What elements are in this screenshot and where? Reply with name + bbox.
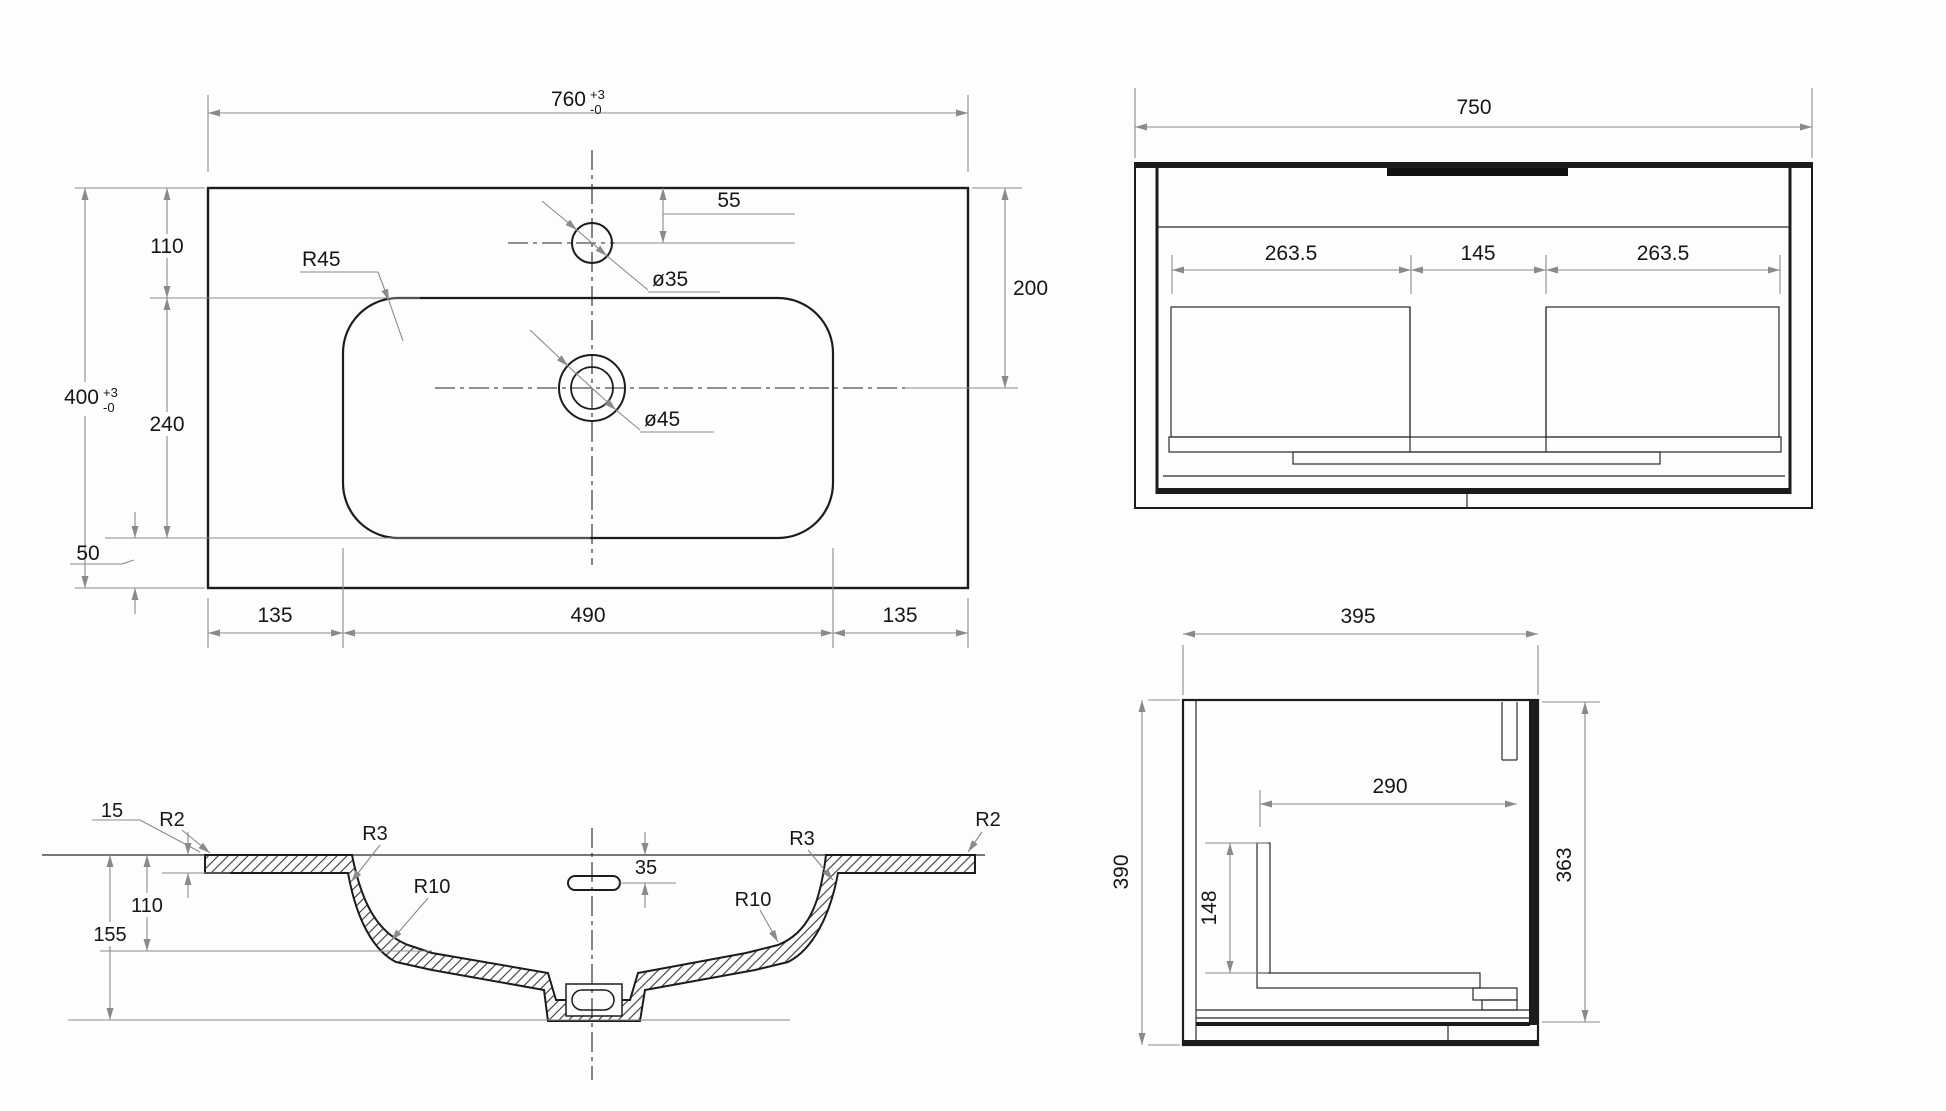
dim-15: 15 (101, 800, 123, 822)
handle-recess (1387, 168, 1568, 176)
dim-395: 395 (1340, 605, 1375, 628)
dim-490: 490 (570, 604, 605, 627)
dim-400-mask (40, 382, 130, 416)
dim-35: 35 (635, 857, 657, 879)
overflow-slot (567, 875, 621, 891)
label-dia35: ø35 (652, 268, 688, 291)
section-material-hatched (204, 854, 976, 1022)
dim-110: 110 (150, 235, 183, 258)
bottom-edge-thick (1183, 1040, 1538, 1045)
dim-148: 148 (1198, 890, 1221, 925)
dim-110s-mask (124, 893, 170, 917)
side-view-dimension-lines (1138, 630, 1600, 1046)
dim-363: 363 (1553, 847, 1576, 882)
top-view-centerlines (435, 150, 1018, 565)
dim-290: 290 (1372, 775, 1407, 798)
front-view-dimension-lines (1134, 88, 1813, 294)
dim-400-tol-sub: -0 (103, 400, 115, 415)
side-view-labels: 395 390 290 148 363 (1110, 605, 1576, 926)
dim-35-mask (630, 856, 662, 878)
section-labels: 15 R2 R3 R3 R2 35 R10 R10 110 155 (87, 800, 1001, 946)
dim-400: 400 (64, 386, 99, 409)
dim-263-right: 263.5 (1637, 242, 1690, 265)
dim-750: 750 (1456, 96, 1491, 119)
dim-135-right: 135 (882, 604, 917, 627)
dim-135-left: 135 (257, 604, 292, 627)
dim-390: 390 (1110, 854, 1133, 889)
bottom-thick-line (1157, 488, 1790, 494)
cabinet-top-edge (1135, 163, 1812, 168)
label-r3-left: R3 (362, 823, 388, 845)
top-view-labels: 760 +3 -0 400 +3 -0 110 240 50 135 490 1… (40, 87, 1048, 627)
front-panel-thick (1529, 700, 1538, 1025)
dim-200: 200 (1013, 277, 1048, 300)
top-right-notch (1501, 702, 1518, 761)
dim-55: 55 (717, 189, 740, 212)
dim-240-mask (143, 412, 191, 436)
drawer-bottom-panel (1256, 972, 1481, 989)
drain-fitting-oval (571, 989, 615, 1011)
dim-263-left: 263.5 (1265, 242, 1318, 265)
dim-50: 50 (76, 542, 99, 565)
label-r45: R45 (302, 248, 341, 271)
top-view-sink-plan: 760 +3 -0 400 +3 -0 110 240 50 135 490 1… (40, 87, 1048, 648)
label-r2-right: R2 (975, 809, 1001, 831)
dim-110-mask (144, 234, 190, 258)
drawer-sub-rail (1292, 451, 1661, 465)
side-view-cabinet: 395 390 290 148 363 (1110, 605, 1600, 1047)
label-r3-right: R3 (789, 828, 815, 850)
section-view-sink: 15 R2 R3 R3 R2 35 R10 R10 110 155 (42, 800, 1001, 1080)
dim-110-section: 110 (131, 895, 163, 917)
dim-155-mask (87, 922, 133, 946)
label-r10-left: R10 (414, 876, 451, 898)
dim-760: 760 (551, 88, 586, 111)
dim-760-tol-sup: +3 (590, 87, 605, 102)
label-r2-left: R2 (159, 809, 185, 831)
dim-145: 145 (1460, 242, 1495, 265)
dim-760-tol-sub: -0 (590, 102, 602, 117)
front-view-labels: 750 263.5 145 263.5 (1265, 96, 1690, 265)
front-view-cabinet: 750 263.5 145 263.5 (1134, 88, 1813, 509)
bottom-dark-band (1196, 1022, 1530, 1026)
dim-400-tol-sup: +3 (103, 385, 118, 400)
dim-240: 240 (149, 413, 184, 436)
label-dia45: ø45 (644, 408, 680, 431)
label-r10-right: R10 (735, 889, 772, 911)
dim-155: 155 (93, 924, 126, 946)
section-dimension-lines (68, 819, 983, 1021)
